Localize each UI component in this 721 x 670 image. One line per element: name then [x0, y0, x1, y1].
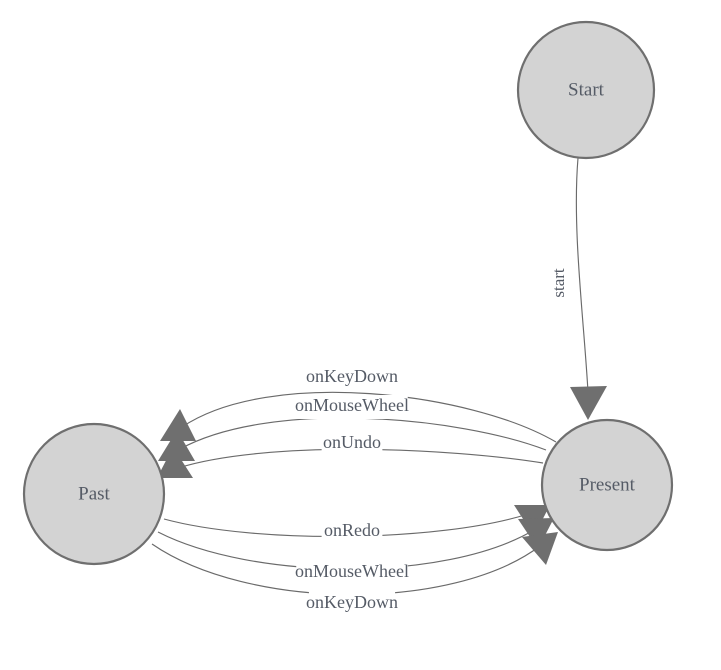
edge-label-text: start [549, 268, 568, 298]
edge-label-text: onKeyDown [306, 366, 398, 386]
edge-line [575, 157, 589, 393]
edge-label-e-present-past-onundo: onUndo [321, 432, 383, 456]
edge-label-e-start-present: start [548, 258, 572, 308]
edge-label-backdrop [296, 395, 408, 419]
arrowhead-icon [158, 430, 195, 461]
edge-label-e-present-past-onmousewheel: onMouseWheel [295, 395, 409, 419]
arrowhead-icon [570, 386, 607, 420]
node-shape[interactable] [22, 422, 166, 566]
edge-label-e-present-past-onkeydown: onKeyDown [306, 366, 398, 390]
arrowhead-icon [160, 409, 196, 441]
edge-label-backdrop [548, 258, 572, 308]
edge-label-text: onUndo [323, 432, 381, 452]
node-start[interactable]: Start [516, 20, 656, 160]
edge-label-backdrop [321, 432, 383, 456]
edge-e-present-past-onkeydown [160, 391, 557, 443]
node-past[interactable]: Past [22, 422, 166, 566]
edge-label-backdrop [296, 561, 408, 585]
arrowhead-icon [518, 518, 554, 549]
edge-labels-layer: start onKeyDown onMouseWheel onUndo onRedo on… [295, 258, 572, 616]
arrowhead-icon [522, 532, 558, 565]
node-label: Present [579, 474, 636, 495]
node-shape[interactable] [540, 418, 674, 552]
edge-label-text: onKeyDown [306, 592, 398, 612]
edge-label-backdrop [321, 520, 383, 544]
edge-label-text: onMouseWheel [295, 561, 409, 581]
edge-label-text: onMouseWheel [295, 395, 409, 415]
edge-label-e-past-present-onkeydown: onKeyDown [306, 592, 398, 616]
edge-label-text: onRedo [324, 520, 380, 540]
edge-line [181, 391, 557, 443]
node-shape[interactable] [516, 20, 656, 160]
node-label: Past [78, 483, 110, 504]
edge-e-start-present [570, 157, 607, 420]
arrowhead-icon [157, 447, 193, 478]
node-present[interactable]: Present [540, 418, 674, 552]
edge-label-backdrop [308, 592, 396, 616]
edge-label-backdrop [308, 366, 396, 390]
edge-label-e-past-present-onredo: onRedo [321, 520, 383, 544]
edge-label-e-past-present-onmousewheel: onMouseWheel [295, 561, 409, 585]
node-label: Start [568, 79, 605, 100]
